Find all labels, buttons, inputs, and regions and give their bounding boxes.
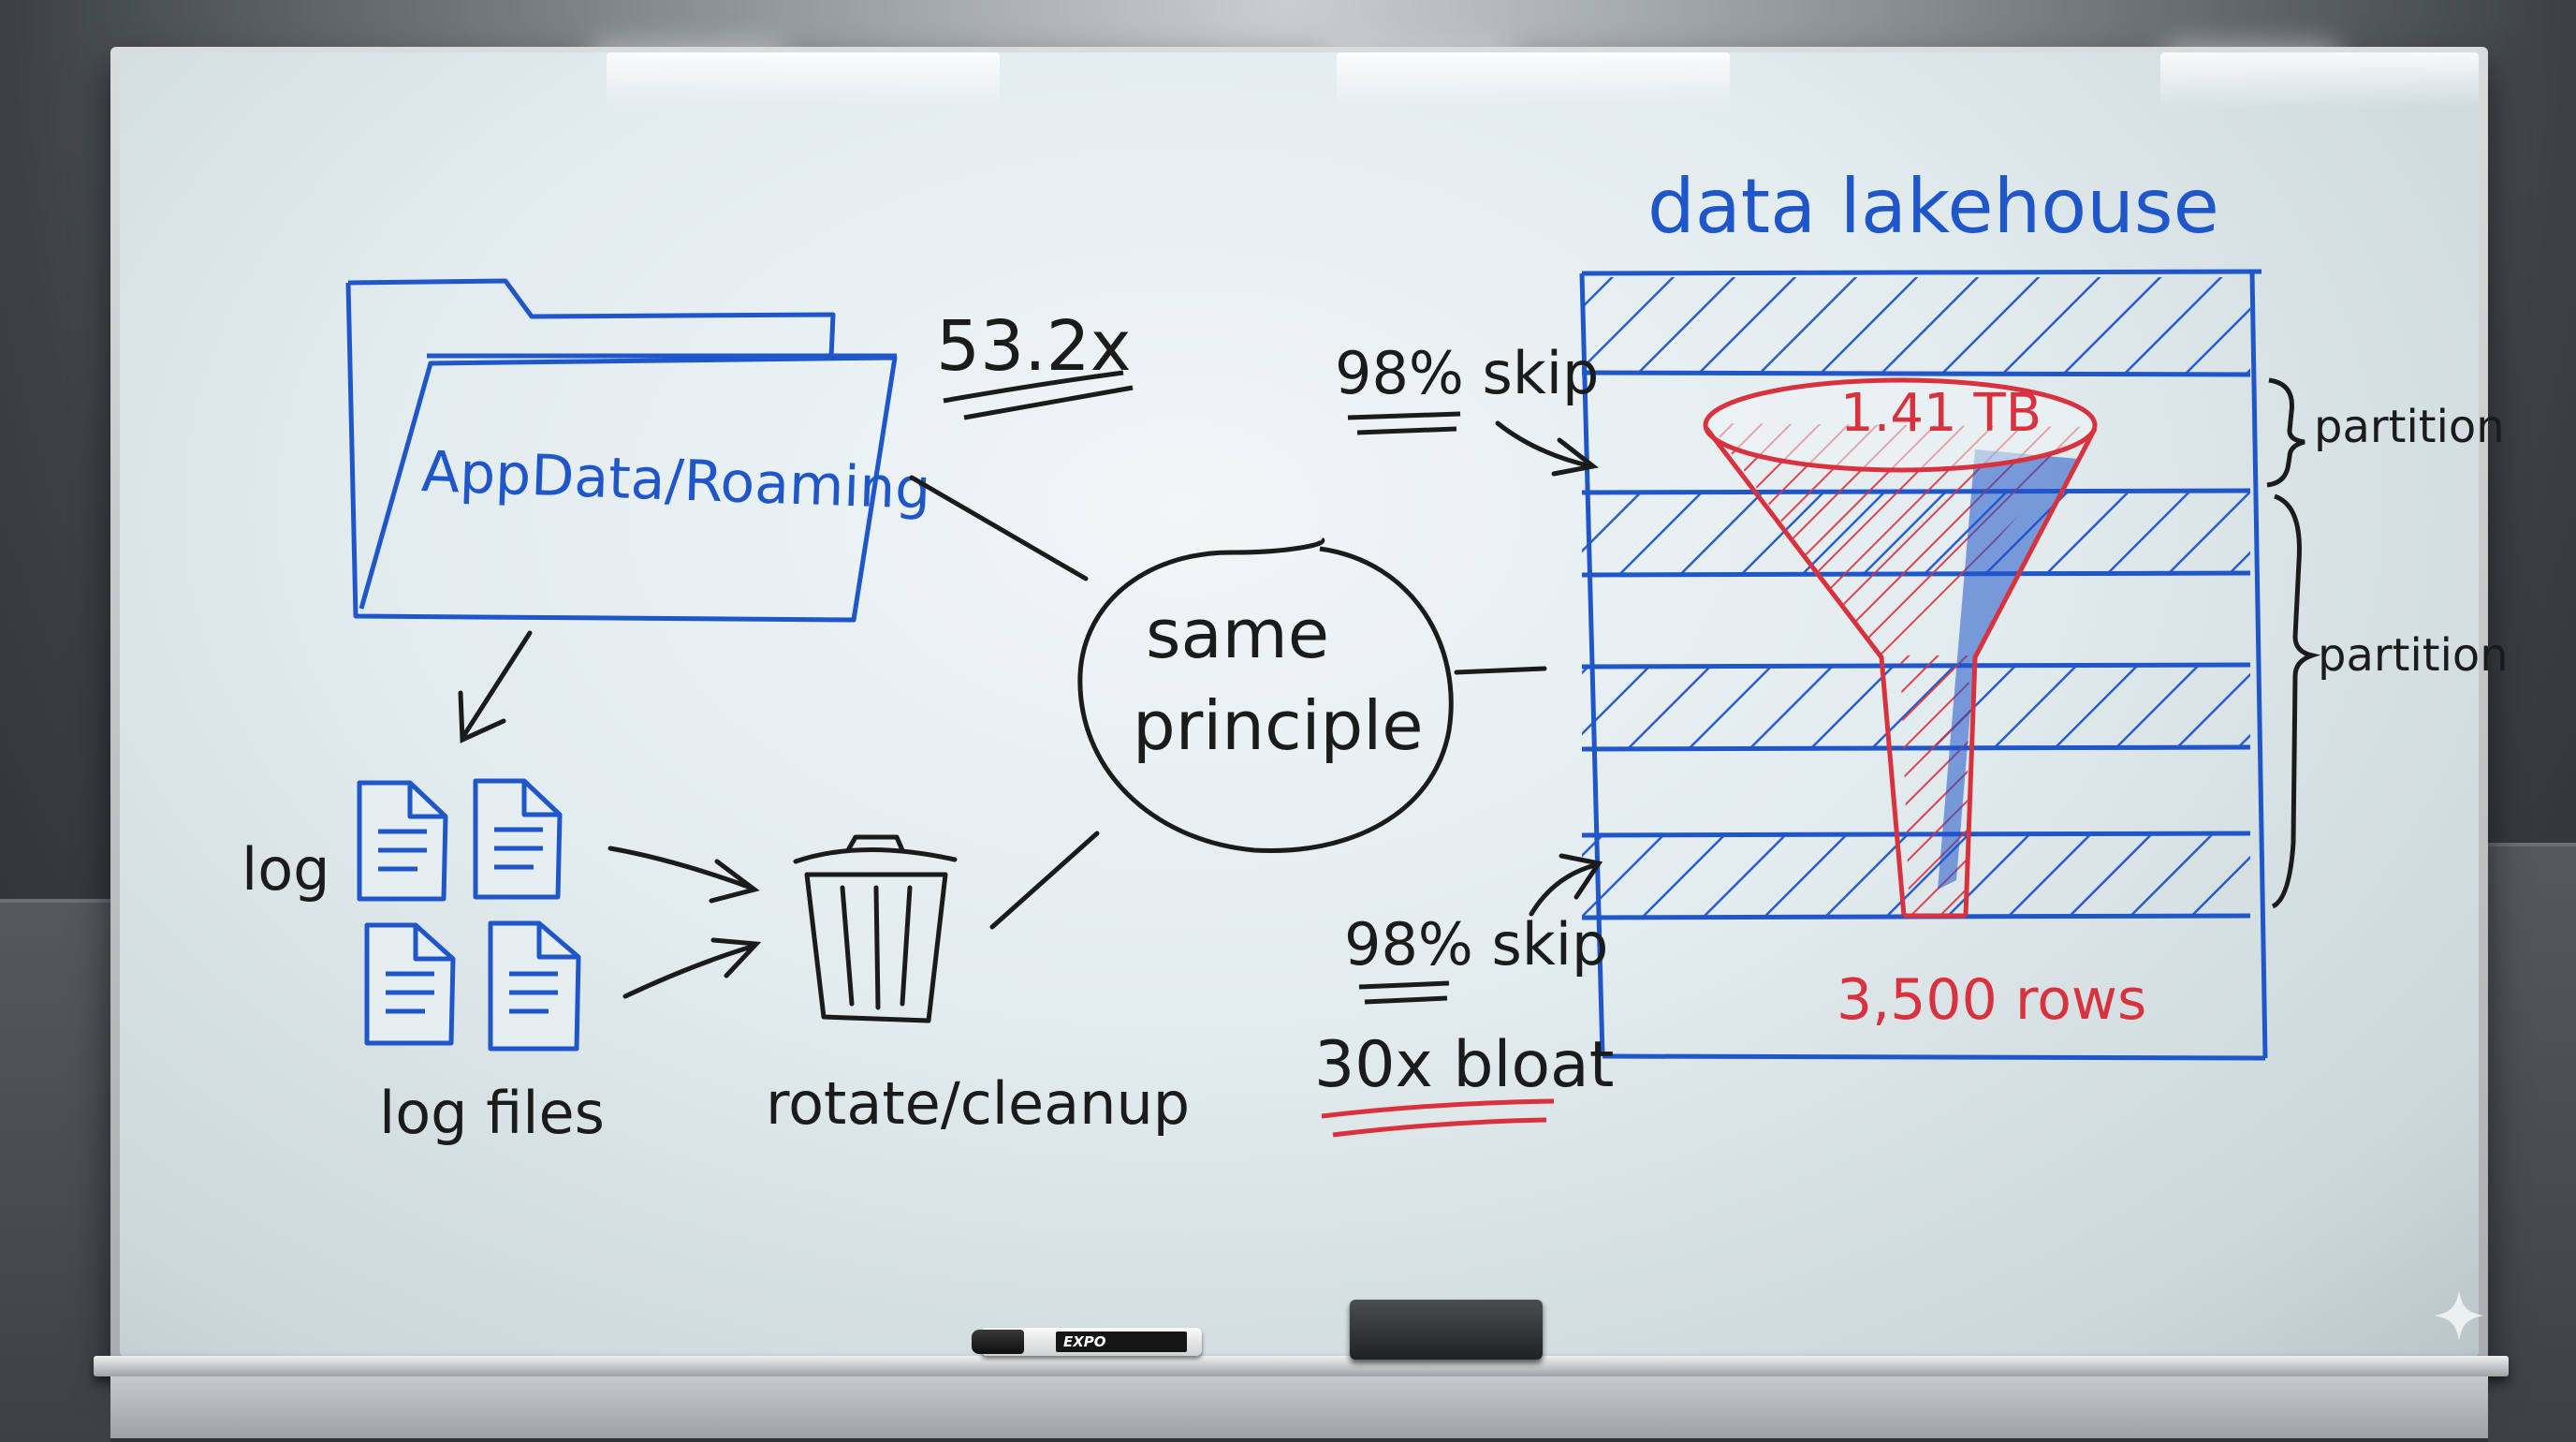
document-icon <box>364 922 456 1046</box>
lakehouse-title: data lakehouse <box>1647 163 2219 250</box>
skip-underline <box>1356 426 1457 435</box>
arrow-icon <box>622 937 762 999</box>
document-icon <box>473 778 563 900</box>
skip-top-label: 98% skip <box>1335 339 1599 407</box>
marker-cap <box>972 1330 1024 1354</box>
partition-label-2: partition <box>2318 629 2509 682</box>
marker-pen[interactable]: EXPO <box>972 1328 1202 1356</box>
log-files-label: log files <box>379 1079 605 1147</box>
arrow-icon <box>458 630 533 743</box>
marker-brand: EXPO <box>1056 1332 1187 1352</box>
multiplier-label: 53.2x <box>936 306 1132 387</box>
wall <box>110 1376 2488 1438</box>
skip-underline <box>1347 411 1461 420</box>
marker-tray <box>94 1356 2509 1376</box>
document-icon <box>488 920 581 1052</box>
bloat-underline <box>1321 1098 1555 1119</box>
funnel-top-label: 1.41 TB <box>1840 383 2042 444</box>
arrow-icon <box>1529 853 1603 917</box>
funnel-bottom-label: 3,500 rows <box>1837 967 2146 1033</box>
board-glare <box>2160 52 2479 109</box>
center-circle <box>1077 537 1454 854</box>
funnel-icon <box>1703 377 2098 919</box>
arrow-icon <box>1495 420 1599 477</box>
bloat-label: 30x bloat <box>1314 1028 1614 1102</box>
folder-label: AppData/Roaming <box>420 439 932 522</box>
document-icon <box>357 780 448 902</box>
center-text-line1: same <box>1146 595 1329 673</box>
cubicle-wall <box>0 899 110 1442</box>
skip-underline <box>1358 980 1450 990</box>
partition-label-1: partition <box>2314 401 2505 453</box>
center-text-line2: principle <box>1133 686 1424 765</box>
arrow-icon <box>607 846 760 904</box>
skip-underline <box>1364 995 1448 1005</box>
brace-icon <box>2266 377 2305 488</box>
sparkle-icon <box>2434 1290 2484 1341</box>
trash-icon <box>793 834 958 1023</box>
board-glare <box>1337 52 1730 109</box>
rotate-label: rotate/cleanup <box>766 1069 1190 1138</box>
connector-line <box>909 475 1547 930</box>
cubicle-wall <box>2488 843 2576 1442</box>
folder-icon <box>345 278 898 623</box>
board-glare <box>607 52 1000 109</box>
whiteboard-eraser[interactable] <box>1350 1300 1543 1360</box>
log-label: log <box>242 835 330 904</box>
multiplier-underline <box>943 370 1124 404</box>
skip-bottom-label: 98% skip <box>1344 910 1608 978</box>
brace-icon <box>2271 493 2321 909</box>
bloat-underline <box>1332 1117 1547 1138</box>
multiplier-underline <box>963 385 1134 420</box>
